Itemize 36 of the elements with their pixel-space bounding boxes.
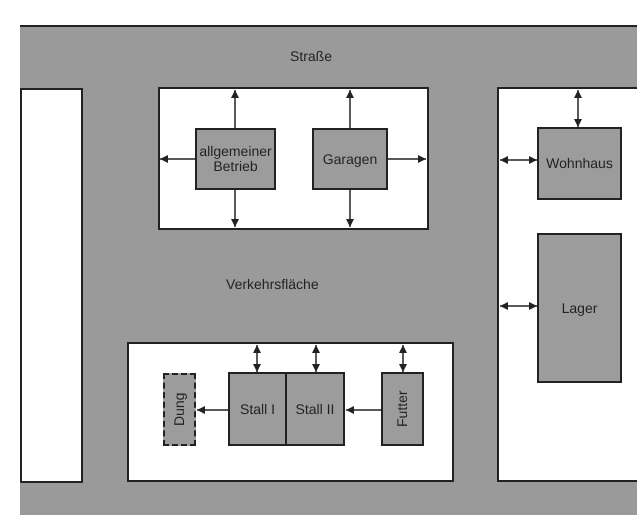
arrow [197, 406, 228, 414]
arrow [346, 190, 354, 227]
arrow [399, 345, 407, 372]
arrow [574, 90, 582, 127]
block-label: Garagen [322, 152, 378, 166]
arrow [312, 345, 320, 372]
arrow [231, 90, 239, 128]
arrow [253, 345, 261, 372]
block-label: Futter [395, 390, 410, 428]
building-block [537, 233, 622, 383]
arrow [346, 406, 381, 414]
block-label: Stall II [296, 402, 334, 416]
building-zone [158, 87, 429, 230]
block-label: Stall I [240, 402, 275, 416]
arrow [160, 155, 195, 163]
manure-storage-block [163, 373, 196, 446]
feed-storage-block [381, 372, 424, 446]
arrow [500, 156, 537, 164]
arrow [231, 190, 239, 227]
arrow [346, 90, 354, 128]
block-label: Wohnhaus [546, 156, 613, 171]
block-label: Dung [172, 392, 187, 426]
arrow [500, 302, 537, 310]
block-label: Lager [562, 300, 598, 316]
area-label: Straße [290, 48, 332, 64]
block-label: allgemeiner Betrieb [198, 144, 273, 174]
stable-block [285, 372, 345, 446]
building-block [195, 128, 276, 190]
building-zone [127, 342, 454, 482]
building-block [312, 128, 388, 190]
area-label: Verkehrsfläche [226, 276, 319, 292]
stable-block [228, 372, 287, 446]
building-block [537, 127, 622, 200]
arrow [388, 155, 426, 163]
building-zone [497, 87, 637, 482]
yard-area [20, 88, 83, 483]
